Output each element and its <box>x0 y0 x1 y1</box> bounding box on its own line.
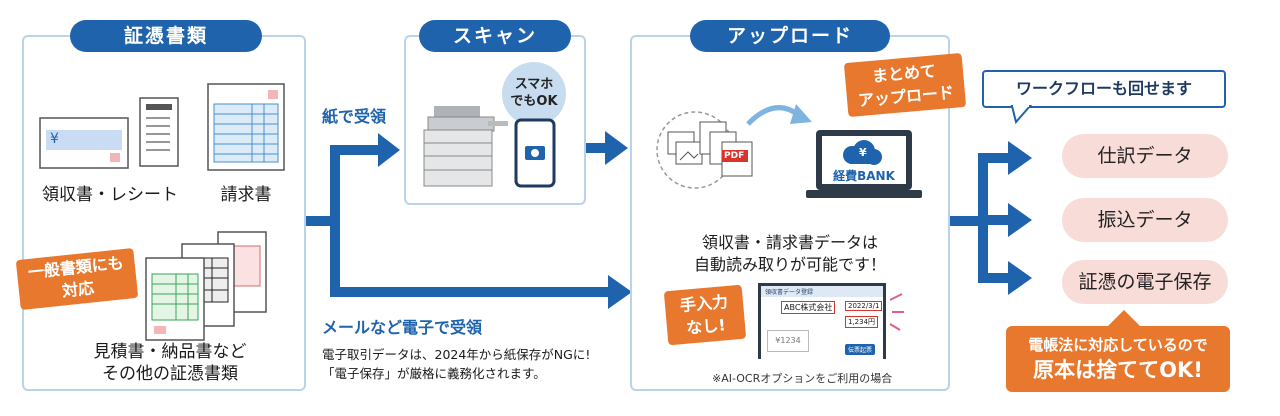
upload-title: アップロード <box>690 20 890 52</box>
pdf-icon-label: PDF <box>724 151 745 161</box>
ocr-screen: 領収書データ登録 ABC株式会社 2022/3/1 1,234円 ¥1234 伝… <box>758 283 886 359</box>
other-label-line2: その他の証憑書類 <box>102 364 238 384</box>
output-transfer-data: 振込データ <box>1062 198 1228 242</box>
ocr-submit-button: 伝票起票 <box>845 344 876 355</box>
ocr-amount: 1,234円 <box>845 316 879 328</box>
note-line2: 「電子保存」が厳格に義務化されます。 <box>322 366 546 381</box>
app-yen-mark: ¥ <box>859 146 867 159</box>
receipt-label: 領収書・レシート <box>42 185 178 205</box>
law-line1: 電帳法に対応しているので <box>1028 336 1208 354</box>
electronic-note: 電子取引データは、2024年から紙保存がNGに! 「電子保存」が厳格に義務化され… <box>322 345 590 383</box>
ocr-line2: 自動読み取りが可能です！ <box>693 255 886 274</box>
output-journal-data: 仕訳データ <box>1062 134 1228 178</box>
invoice-label: 請求書 <box>220 185 272 205</box>
receipt-yen-mark: ¥ <box>50 131 59 147</box>
ocr-screen-title: 領収書データ登録 <box>761 286 883 297</box>
email-received-label: メールなど電子で受領 <box>322 318 483 337</box>
ocr-receipt-amount: ¥1234 <box>767 330 809 352</box>
other-label-line1: 見積書・納品書など <box>93 342 247 362</box>
workflow-bubble: ワークフローも回せます <box>982 70 1226 108</box>
ocr-date: 2022/3/1 <box>845 301 883 311</box>
smartphone-line1: スマホ <box>514 77 554 92</box>
smartphone-badge: スマホ でもOK <box>502 62 566 126</box>
ocr-footnote: ※AI-OCRオプションをご利用の場合 <box>712 372 893 385</box>
ebookkeeping-law-tag: 電帳法に対応しているので 原本は捨ててOK! <box>1006 326 1230 392</box>
output-electronic-storage: 証憑の電子保存 <box>1062 260 1228 304</box>
ocr-line1: 領収書・請求書データは <box>701 233 878 252</box>
workflow-bubble-text: ワークフローも回せます <box>1015 79 1192 98</box>
other-documents-label: 見積書・納品書など その他の証憑書類 <box>60 341 280 385</box>
app-name: 経費BANK <box>833 169 895 183</box>
paper-received-label: 紙で受領 <box>322 107 387 126</box>
ocr-description: 領収書・請求書データは 自動読み取りが可能です！ <box>648 232 932 276</box>
ocr-company: ABC株式会社 <box>781 301 836 314</box>
documents-title: 証憑書類 <box>70 20 262 52</box>
scan-title: スキャン <box>419 20 571 52</box>
note-line1: 電子取引データは、2024年から紙保存がNGに! <box>322 347 591 362</box>
law-line2: 原本は捨ててOK! <box>1033 358 1203 382</box>
smartphone-line2: でもOK <box>510 94 558 109</box>
